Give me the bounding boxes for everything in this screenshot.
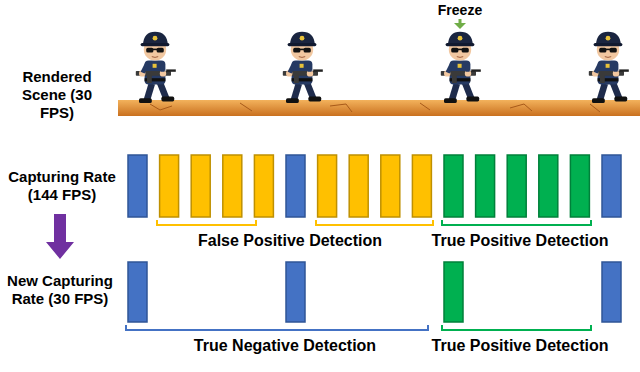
bracket — [442, 220, 591, 225]
frame-bar — [570, 155, 589, 217]
police-figure — [136, 32, 176, 103]
frame-bar — [602, 262, 621, 322]
police-figure — [589, 32, 629, 103]
police-figure — [441, 32, 481, 103]
frame-bar — [128, 262, 147, 322]
police-figure — [283, 32, 323, 103]
transition-arrow — [46, 214, 74, 259]
detection-label: True Negative Detection — [170, 337, 400, 355]
freeze-label: Freeze — [420, 1, 500, 19]
frame-bar — [128, 155, 147, 217]
row-label: Rendered Scene (30 FPS) — [19, 68, 95, 122]
frame-bar — [254, 155, 273, 217]
frame-bar — [191, 155, 210, 217]
detection-label: True Positive Detection — [410, 337, 630, 355]
bracket — [126, 325, 428, 330]
frame-bar — [539, 155, 558, 217]
frame-bar — [507, 155, 526, 217]
frame-bar — [412, 155, 431, 217]
frame-bar — [602, 155, 621, 217]
row-label: New Capturing Rate (30 FPS) — [4, 272, 116, 308]
capture-frames — [128, 155, 621, 217]
frame-bar — [444, 262, 463, 322]
bracket — [316, 220, 433, 225]
frame-bar — [286, 262, 305, 322]
frame-bar — [223, 155, 242, 217]
bracket — [442, 325, 591, 330]
detection-label: False Positive Detection — [175, 232, 405, 250]
frame-bar — [381, 155, 400, 217]
freeze-arrowhead — [454, 23, 466, 29]
frame-bar — [160, 155, 179, 217]
detection-label: True Positive Detection — [410, 232, 630, 250]
bracket — [157, 220, 256, 225]
frame-bar — [349, 155, 368, 217]
row-label: Capturing Rate (144 FPS) — [4, 168, 120, 204]
ground-cracks — [150, 103, 600, 112]
ground-platform — [118, 100, 640, 116]
frame-bar — [476, 155, 495, 217]
frame-bar — [318, 155, 337, 217]
frame-bar — [286, 155, 305, 217]
frame-bar — [444, 155, 463, 217]
